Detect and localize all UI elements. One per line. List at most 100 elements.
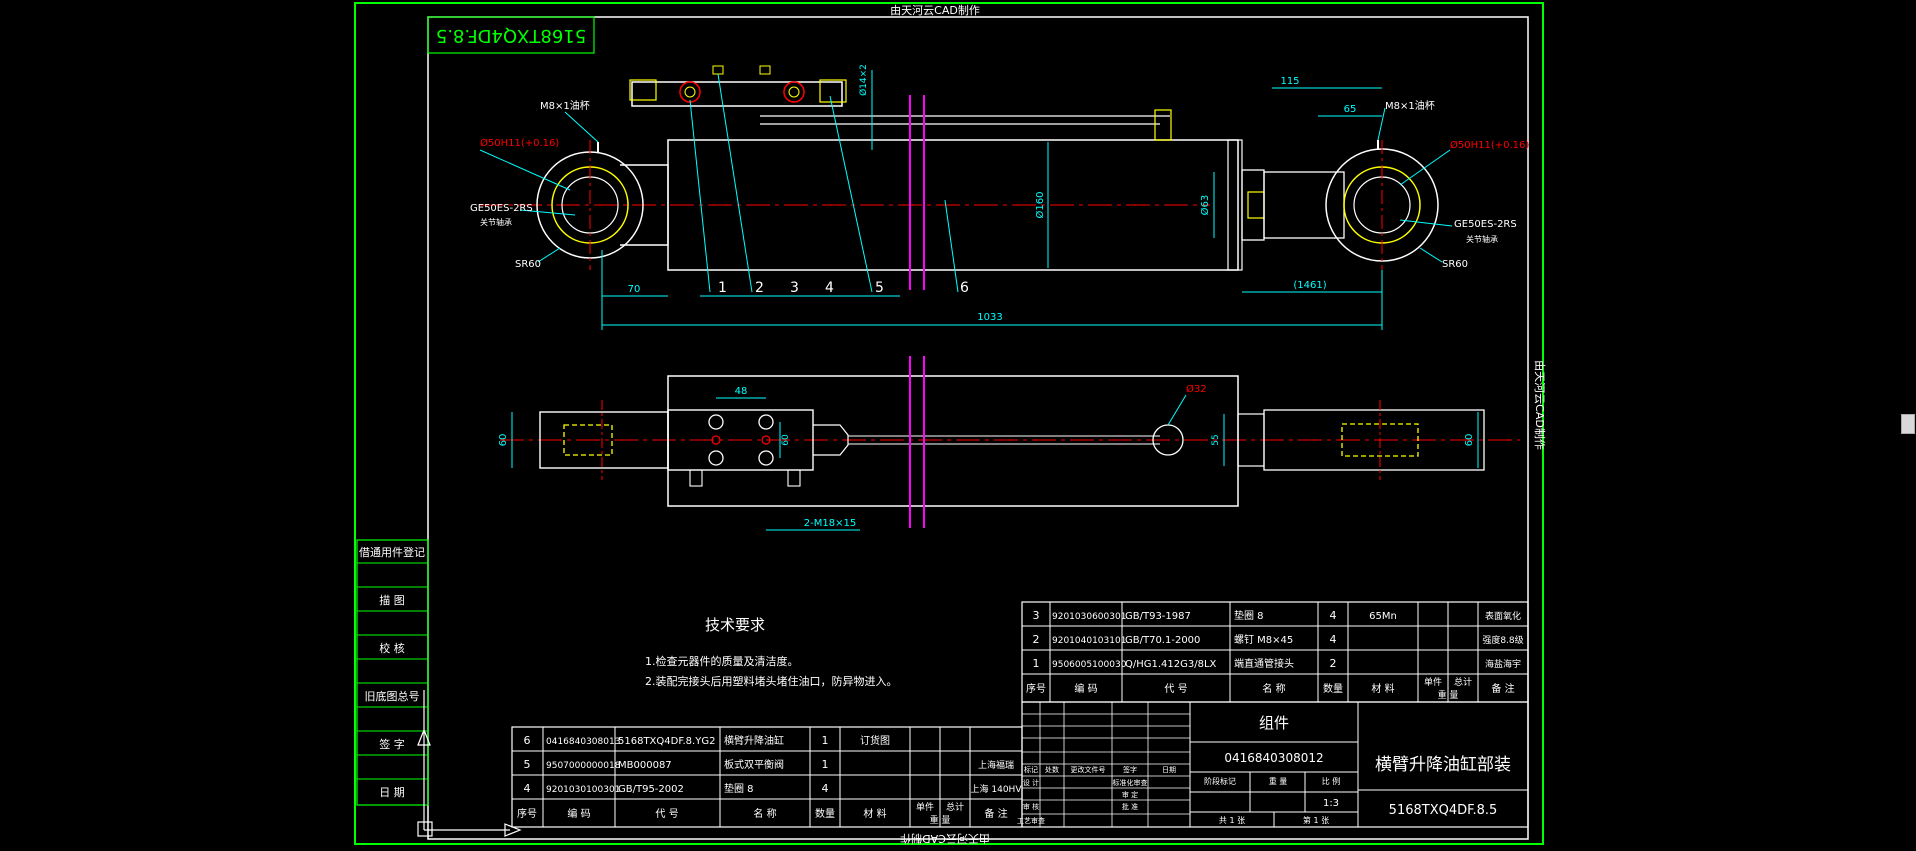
inner-frame [427,16,1529,840]
tt-sheet: 共 1 张 [1219,816,1245,825]
tt-name: 横臂升降油缸部装 [1375,754,1511,775]
balloon-leader-1 [689,99,711,293]
tb-note-3: 表面氧化 [1485,610,1521,622]
balloon-4: 4 [825,280,834,296]
tb-std-2: GB/T70.1-2000 [1125,635,1200,646]
balloon-5: 5 [875,280,884,296]
dim-phi14: Ø14×2 [858,64,869,96]
dim-60-left: 60 [498,434,509,447]
leader-sr-right [1419,247,1443,263]
bottom-bom-table: 6 0416840308013 5168TXQ4DF.8.YG2 横臂升降油缸 … [511,726,1023,828]
tb-qty-1: 2 [1330,657,1337,670]
tb-seq-3: 3 [1033,609,1040,622]
side-col-frame [356,539,429,806]
side-label-4: 签 字 [379,737,405,751]
leader-phi50-left [479,149,571,191]
barrel-end-cap [1227,139,1243,271]
bb-std-4: GB/T95-2002 [618,784,684,795]
sr-left: SR60 [515,259,541,270]
top-port-1 [711,435,721,445]
valve-port-2-in [788,86,800,98]
tt-row-label-1: 处数 [1045,765,1059,774]
top-valve-block [667,409,814,471]
balloon-2: 2 [755,280,764,296]
dim-phi32: Ø32 [1186,383,1207,395]
tt-weight-label: 重 量 [1269,776,1288,786]
tt-row-label-4: 日期 [1162,766,1176,774]
vertical-scrollbar[interactable] [1901,0,1916,847]
tech-line-1: 1.检查元器件的质量及清洁度。 [645,654,799,668]
outer-frame [354,2,1544,845]
dim-70: 70 [628,284,641,295]
leader-sr-left [537,247,561,263]
side-label-2: 校 核 [379,641,405,655]
valve-port-1 [679,81,701,103]
dim-1033: 1033 [977,312,1002,323]
bb-note-5: 上海福瑞 [978,759,1014,771]
top-bolt-1 [708,414,724,430]
tb-name-3: 垫圈 8 [1234,609,1264,622]
cylinder-barrel [667,139,1239,271]
bb-seq-5: 5 [524,758,531,771]
balloon-leader-6 [944,199,959,293]
side-label-3: 旧底图总号 [365,689,420,703]
top-bom-table: 3 9201030600301 GB/T93-1987 垫圈 8 4 65Mn … [1021,601,1529,703]
bb-note-4: 上海 140HV [971,783,1023,795]
tb-hdr-code: 编 码 [1074,682,1097,695]
valve-port-1-in [684,86,696,98]
dim-60-mid: 60 [781,434,791,446]
tb-hdr-total: 总计 [1454,676,1472,688]
title-block: 标记 处数 更改文件号 签字 日期 设 计 审 核 工艺审查 标准化审查 审 定… [1017,701,1529,828]
tb-hdr-note: 备 注 [1491,682,1514,695]
top-right-pin [1341,423,1419,457]
tt-sheet-no: 第 1 张 [1303,815,1329,825]
rod-nut [1247,191,1265,219]
dim-phi160: Ø160 [1034,192,1046,219]
top-view: 48 60 60 55 60 Ø32 2-M18×15 [498,356,1520,531]
tt-role-4: 审 定 [1122,790,1138,799]
bb-hdr-mat: 材 料 [863,807,886,820]
leader-bearing-right [1399,219,1453,227]
tt-role-1: 审 核 [1023,802,1039,811]
valve-block-fitting-l [629,79,657,101]
bb-hdr-seq: 序号 [517,807,537,820]
top-rod-end [1263,409,1485,471]
tt-role-3: 标准化审查 [1113,778,1148,787]
bb-seq-6: 6 [524,734,531,747]
tb-hdr-seq: 序号 [1026,682,1046,695]
tb-hdr-qty: 数量 [1323,682,1343,695]
watermark-right: 由天河云CAD制作 [1533,360,1547,450]
bearing-sub-left: 关节轴承 [480,217,512,227]
bb-code-5: 9507000000018 [546,761,621,771]
dim-1461: (1461) [1293,280,1326,291]
scrollbar-thumb[interactable] [1901,414,1915,434]
tt-stage-label: 阶段标记 [1204,776,1236,786]
balloon-1: 1 [718,280,727,296]
drawing-no-box [427,16,595,54]
balloon-leader-5 [829,95,873,293]
bb-hdr-note: 备 注 [984,807,1007,820]
tube-elbow [1154,109,1172,141]
rod-end [1263,171,1345,239]
dim-phi63: Ø63 [1199,195,1211,216]
dim-65: 65 [1344,104,1357,115]
tb-hdr-unit: 单件 [1424,676,1442,688]
tb-note-1: 海盐海宇 [1485,658,1521,670]
tech-requirements: 技术要求 1.检查元器件的质量及清洁度。 2.装配完接头后用塑料堵头堵住油口，防… [645,616,898,688]
top-plug-1 [689,469,703,487]
rod-gland [1241,169,1265,241]
tt-scale: 1:3 [1323,798,1339,809]
m8-left: M8×1油杯 [540,99,590,112]
tb-qty-2: 4 [1330,633,1337,646]
bearing-right: GE50ES-2RS [1454,219,1517,230]
tech-title: 技术要求 [705,616,765,634]
balloon-leader-2 [717,73,753,293]
tb-mat-3: 65Mn [1369,611,1397,622]
dim-55: 55 [1211,434,1221,445]
top-bolt-2 [758,414,774,430]
top-port-2 [761,435,771,445]
bb-seq-4: 4 [524,782,531,795]
tt-row-label-3: 签字 [1123,765,1137,774]
tb-name-2: 螺钉 M8×45 [1234,634,1293,646]
